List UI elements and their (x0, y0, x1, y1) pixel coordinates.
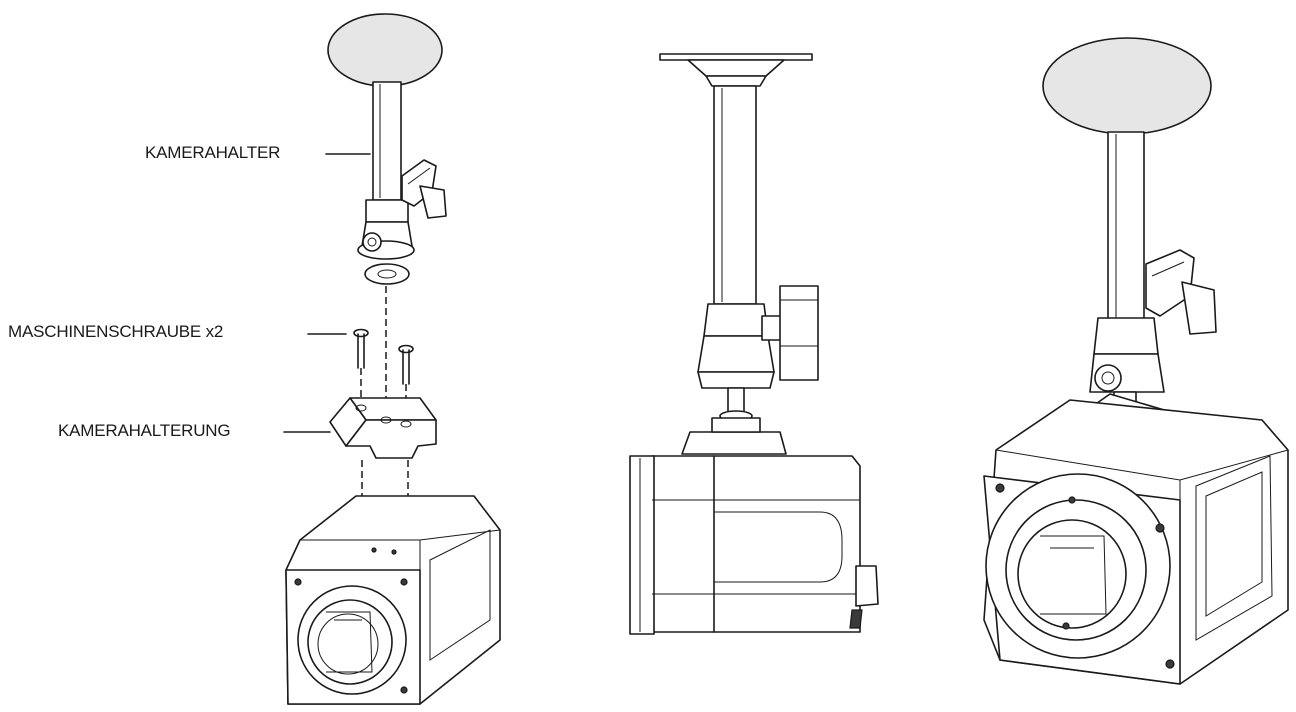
machine-screw-right (398, 344, 414, 412)
side-view (629, 53, 879, 635)
camera-holder (357, 159, 447, 285)
assembled-view (983, 37, 1289, 685)
label-machine-screw: MASCHINENSCHRAUBE x2 (8, 322, 224, 341)
label-camera-mount: KAMERAHALTERUNG (58, 421, 231, 440)
mount-pole (372, 81, 402, 201)
machine-screw-left (353, 328, 369, 400)
camera-mount-bracket (329, 397, 437, 459)
ceiling-plate (327, 13, 443, 87)
ceiling-plate-assembled (1042, 37, 1212, 135)
exploded-view (285, 13, 501, 705)
label-camera-holder: KAMERAHALTER (145, 143, 281, 162)
camera-body-exploded (285, 495, 501, 705)
